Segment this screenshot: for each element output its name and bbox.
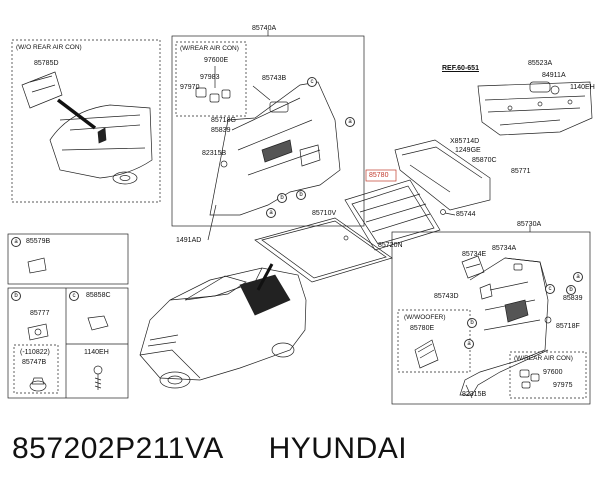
callout-a-right-1: a [573, 272, 583, 282]
tray-85720N [344, 169, 441, 251]
quarter-trim-panel-right [459, 255, 552, 399]
car-rear-sketch [49, 104, 153, 185]
grid-part-85747B [29, 377, 47, 392]
grid-callout-c: c [69, 291, 79, 301]
grid-part-85777 [27, 323, 49, 341]
crossmember-ref [477, 81, 593, 136]
callout-b-right-2: b [467, 318, 477, 328]
part-97970: 97970 [180, 84, 200, 91]
part-1491AD: 1491AD [176, 237, 202, 244]
part-85734A: 85734A [492, 245, 517, 252]
part-97983: 97983 [200, 74, 220, 81]
part-X85714D: X85714D [450, 138, 480, 145]
luggage-board-85710V [254, 217, 393, 283]
grid-part-85858C [87, 315, 109, 331]
vent-parts [195, 66, 231, 103]
rear-aircon-box-right [509, 351, 587, 399]
pointer-arrow-2 [256, 263, 274, 291]
grid-callout-a: a [11, 237, 21, 247]
trim-piece-85785D [21, 71, 63, 109]
part-97600: 97600 [543, 369, 563, 376]
part-85839-right: 85839 [563, 295, 583, 302]
part-85740A: 85740A [252, 25, 277, 32]
part-85777: 85777 [30, 310, 50, 317]
woofer-part [414, 339, 439, 369]
part-85734E: 85734E [462, 251, 487, 258]
grid-part-85579B [27, 257, 47, 274]
part-85718F: 85718F [556, 323, 580, 330]
part-number-caption: 857202P211VA [12, 432, 224, 465]
part-85839: 85839 [211, 127, 231, 134]
callout-b-main-2: b [277, 193, 287, 203]
part-85710V: 85710V [312, 210, 337, 217]
callout-c-right: c [545, 284, 555, 294]
part-85718G: 85718G [211, 117, 236, 124]
callout-a-main-2: a [266, 208, 276, 218]
wo-aircon-header: (W/O REAR AIR CON) [16, 44, 82, 51]
part-82315B-right: 82315B [462, 391, 487, 398]
part-85780E: 85780E [410, 325, 435, 332]
part-85870C: 85870C [472, 157, 497, 164]
pointer-arrow-1 [56, 98, 97, 130]
callout-b-right-1: b [566, 285, 576, 295]
callout-a-main-1: a [345, 117, 355, 127]
part-85744: 85744 [456, 211, 476, 218]
part-84911A: 84911A [542, 72, 566, 79]
part-1140EH-grid: 1140EH [84, 349, 109, 356]
part-85730A: 85730A [517, 221, 542, 228]
grid-callout-b: b [11, 291, 21, 301]
woofer-header: (W/WOOFER) [404, 314, 446, 321]
ref-label: REF.60-651 [442, 65, 479, 72]
callout-c-main: c [307, 77, 317, 87]
quarter-trim-panel-left [207, 81, 341, 241]
part-85858C: 85858C [86, 292, 111, 299]
tailgate-trim-85771 [394, 139, 491, 216]
callout-a-right-2: a [464, 339, 474, 349]
part-date-range: (-110822) [20, 349, 50, 356]
grid-part-1140EH [93, 365, 103, 390]
sub-aircon-header: (W/REAR AIR CON) [180, 45, 239, 52]
part-97975: 97975 [553, 382, 573, 389]
part-97600E: 97600E [204, 57, 229, 64]
part-85785D: 85785D [34, 60, 59, 67]
box-85740A [171, 35, 365, 227]
brand-caption: HYUNDAI [268, 432, 408, 465]
parts-grid [7, 233, 129, 399]
part-85523A: 85523A [528, 60, 553, 67]
callout-b-main-1: b [296, 190, 306, 200]
part-85771: 85771 [511, 168, 531, 175]
box-wo-aircon [11, 39, 161, 203]
aircon-right-parts [519, 369, 540, 389]
part-85747B: 85747B [22, 359, 47, 366]
part-85579B: 85579B [26, 238, 51, 245]
part-1249GE: 1249GE [455, 147, 481, 154]
aircon-right-header: (W/REAR AIR CON) [514, 355, 573, 362]
part-85720N: 85720N [378, 242, 403, 249]
woofer-box [397, 309, 471, 373]
part-85780: 85780 [369, 172, 389, 179]
vehicle-sketch [139, 267, 307, 389]
part-82315B: 82315B [202, 150, 227, 157]
part-85743B: 85743B [262, 75, 287, 82]
box-85730A [391, 231, 591, 405]
caption: 857202P211VA HYUNDAI [12, 432, 443, 466]
part-85743D: 85743D [434, 293, 459, 300]
part-1140EH-ref: 1140EH [570, 84, 595, 91]
